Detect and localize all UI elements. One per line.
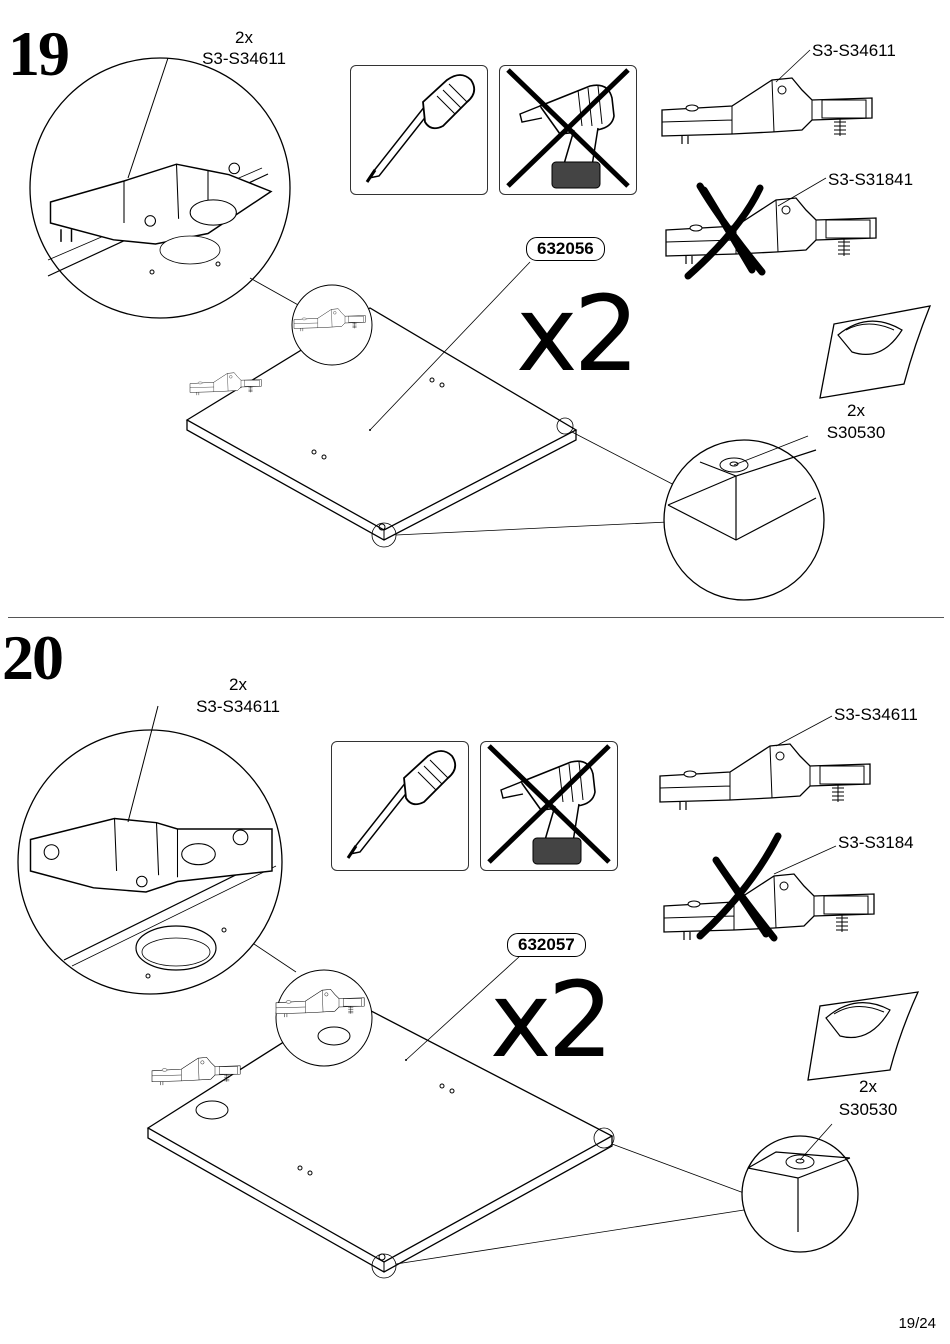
step-number: 19 [8, 18, 70, 89]
no-drill-tool-box [499, 65, 637, 195]
bumper-qty-label: 2x [847, 401, 865, 420]
page-number: 19/24 [898, 1315, 936, 1332]
screwdriver-tool-box [350, 65, 488, 195]
bumper-code-label: S30530 [838, 1100, 898, 1119]
no-power-drill-icon [481, 742, 617, 870]
bumper-code-label: S30530 [826, 423, 886, 442]
step-divider [8, 617, 944, 618]
screwdriver-icon [365, 73, 476, 184]
hinge-qty-label: 2x [235, 28, 253, 47]
hinge-code-label: S3-S34611 [196, 697, 280, 716]
no-drill-tool-box [480, 741, 618, 871]
quantity-multiplier: x2 [516, 273, 640, 395]
screwdriver-icon [346, 749, 457, 860]
correct-hinge-code: S3-S34611 [834, 705, 918, 724]
wrong-hinge-code: S3-S31841 [828, 170, 914, 189]
step-number: 20 [2, 622, 64, 693]
screwdriver-tool-box [331, 741, 469, 871]
quantity-multiplier: x2 [490, 959, 614, 1081]
no-power-drill-icon [500, 66, 636, 194]
part-number-tag: 632057 [507, 933, 586, 957]
correct-hinge-code: S3-S34611 [812, 41, 896, 60]
hinge-qty-label: 2x [229, 675, 247, 694]
bumper-qty-label: 2x [859, 1077, 877, 1096]
part-number-tag: 632056 [526, 237, 605, 261]
wrong-hinge-code: S3-S3184 [838, 833, 914, 852]
hinge-code-label: S3-S34611 [202, 49, 286, 68]
